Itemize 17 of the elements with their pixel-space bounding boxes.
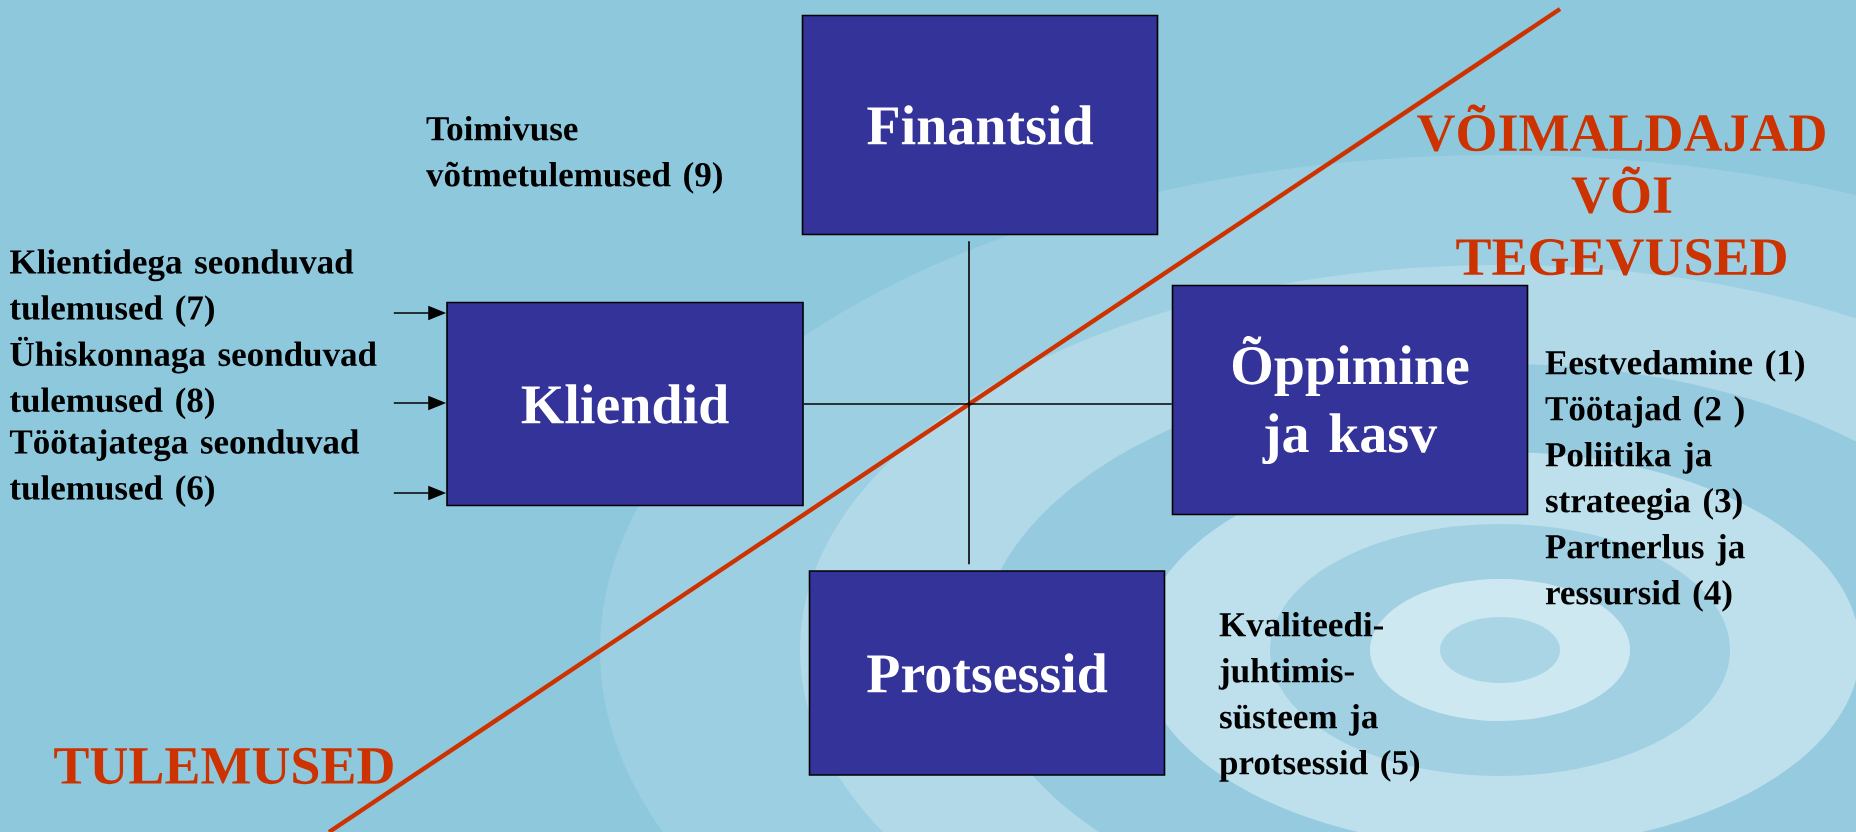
result-text: Ühiskonnaga seonduvad tulemused (8) (10, 336, 377, 420)
note-text: Eestvedamine (1) (1545, 349, 1804, 382)
connector-line (968, 240, 970, 565)
note-text: Töötajad (2 ) (1545, 395, 1744, 428)
note-text: Poliitika ja strateegia (3) (1545, 441, 1742, 520)
section-label: TULEMUSED (54, 747, 393, 785)
note-text: Toimivuse võtmetulemused (9) (426, 115, 722, 194)
note-text: Partnerlus ja ressursid (4) (1545, 533, 1745, 612)
result-text: Klientidega seonduvad tulemused (7) (10, 249, 354, 327)
process-box: Protsessid (808, 570, 1166, 776)
process-box: Õppimine ja kasv (1171, 284, 1529, 516)
result-text: Töötajatega seonduvad tulemused (6) (9, 429, 359, 507)
process-box: Kliendid (446, 301, 804, 507)
section-label: VÕIMALDAJAD VÕI TEGEVUSED (1417, 104, 1825, 276)
note-text: Kvaliteedi-juhtimis-süsteem ja protsessid (5) (1218, 611, 1420, 782)
connector-line (803, 403, 1173, 405)
process-box: Finantsid (801, 14, 1159, 236)
